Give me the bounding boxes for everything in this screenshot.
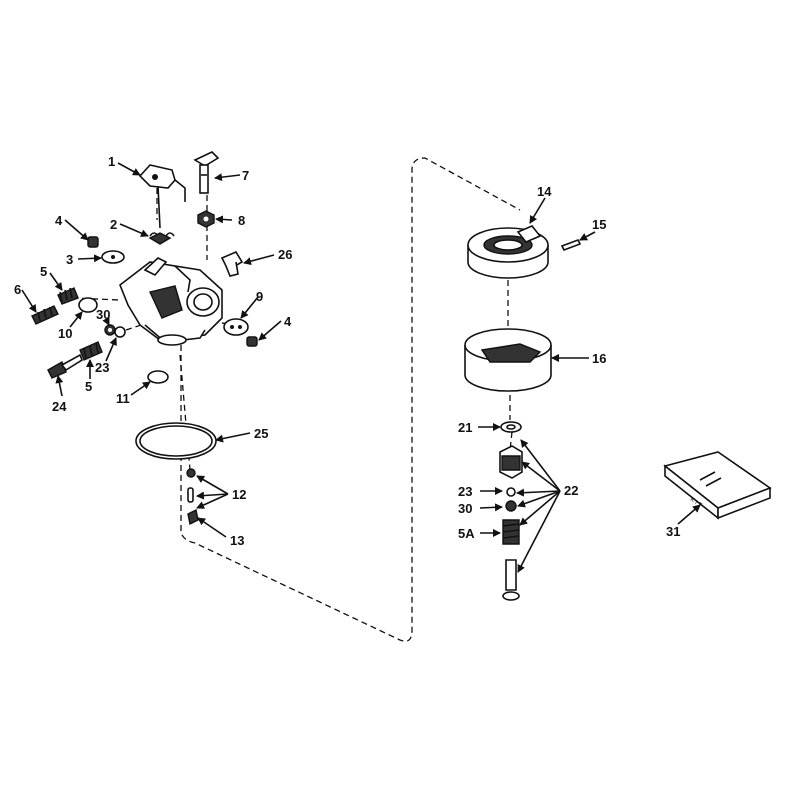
- part-23-ring: [114, 326, 126, 338]
- callout-10: 10: [58, 326, 72, 341]
- part-2-spring: [148, 232, 175, 245]
- part-21-washer: [500, 421, 522, 433]
- callout-24: 24: [52, 399, 67, 414]
- callout-2: 2: [110, 217, 117, 232]
- callout-26: 26: [278, 247, 292, 262]
- part-24-needle: [47, 353, 83, 379]
- part-6-screw: [31, 305, 59, 325]
- part-8-nut: [197, 210, 215, 228]
- part-1-lever: [138, 164, 186, 229]
- callout-15: 15: [592, 217, 606, 232]
- carburetor-body: [119, 257, 223, 346]
- part-22-stack: [499, 445, 523, 601]
- callout-1: 1: [108, 154, 115, 169]
- callout-22: 22: [564, 483, 578, 498]
- callout-3: 3: [66, 252, 73, 267]
- callout-7: 7: [242, 168, 249, 183]
- part-4-lower-screw: [246, 336, 258, 347]
- part-7-shaft: [193, 151, 220, 194]
- callout-23-right: 23: [458, 484, 472, 499]
- callout-9: 9: [256, 289, 263, 304]
- part-5-upper-spring: [57, 287, 79, 305]
- callout-4: 4: [55, 213, 63, 228]
- callout-21: 21: [458, 420, 472, 435]
- callout-31: 31: [666, 524, 680, 539]
- callout-13: 13: [230, 533, 244, 548]
- part-12-pins: [186, 468, 196, 503]
- callout-5: 5: [40, 264, 47, 279]
- callout-30: 30: [96, 307, 110, 322]
- part-9-plate: [223, 318, 249, 336]
- callout-16: 16: [592, 351, 606, 366]
- dashed-connector-lines: [71, 157, 521, 642]
- part-4-upper-screw: [87, 236, 99, 248]
- callout-4-lower: 4: [284, 314, 292, 329]
- part-11-float: [147, 370, 169, 384]
- part-31-kit-box: K I T: [663, 451, 772, 520]
- callout-leaders: [21, 162, 701, 573]
- callout-25: 25: [254, 426, 268, 441]
- part-16-bowl: [464, 328, 552, 392]
- part-15-pin: [560, 238, 582, 252]
- callout-30-right: 30: [458, 501, 472, 516]
- callout-8: 8: [238, 213, 245, 228]
- part-5-lower-spring: [79, 341, 103, 361]
- part-3-disc: [101, 250, 125, 264]
- callout-labels: 1 7 4 2 8 3 26 5 6 9 4 10 30 23 5 24 11 …: [14, 154, 680, 548]
- callout-11: 11: [116, 391, 130, 406]
- part-30-ring: [104, 324, 116, 336]
- callout-5A: 5A: [458, 526, 475, 541]
- callout-6: 6: [14, 282, 21, 297]
- callout-12: 12: [232, 487, 246, 502]
- part-25-gasket: [135, 422, 217, 460]
- callout-23: 23: [95, 360, 109, 375]
- part-26-fitting: [220, 250, 244, 277]
- part-13-clip: [187, 508, 199, 526]
- part-14-bowl-top: [467, 225, 549, 279]
- callout-5-lower: 5: [85, 379, 92, 394]
- part-10-o-ring: [78, 297, 98, 313]
- callout-14: 14: [537, 184, 552, 199]
